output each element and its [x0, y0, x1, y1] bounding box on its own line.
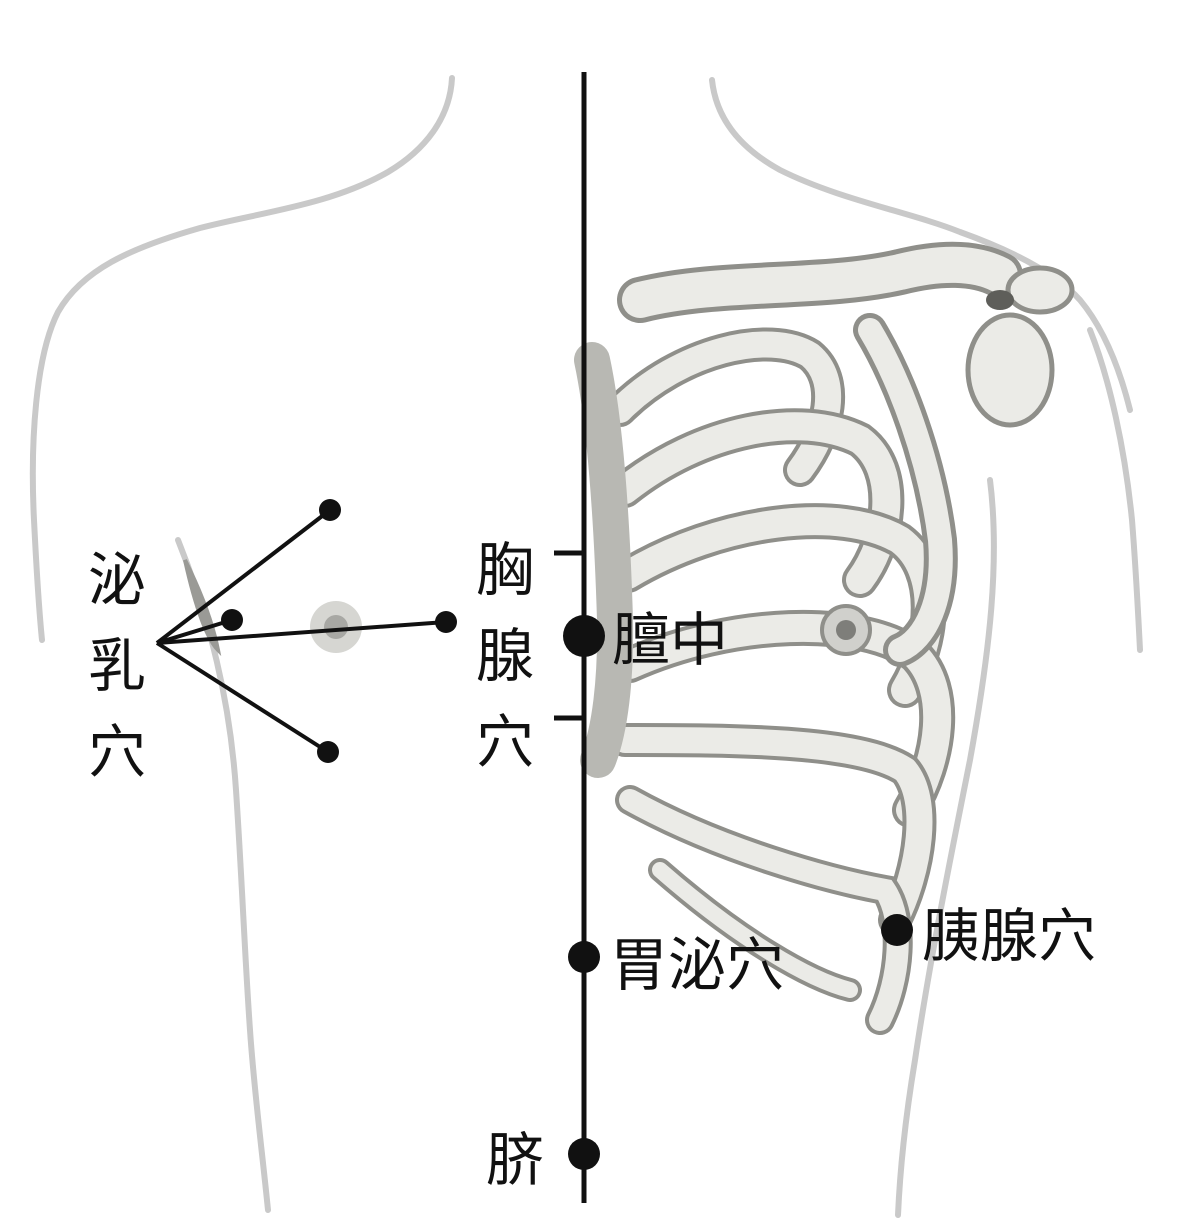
shanzhong-dot: [563, 615, 605, 657]
sternum: [574, 342, 634, 778]
breast-point-label-1: 泌: [88, 546, 146, 614]
breast-point-label-3: 穴: [88, 718, 146, 786]
navel-dot: [568, 1138, 600, 1170]
shoulder-joint-shadow: [986, 290, 1014, 310]
left-armpit-shadow: [183, 559, 222, 657]
acromion: [1005, 265, 1075, 315]
shanzhong-label: 膻中: [612, 606, 728, 674]
pancreas-point-label: 胰腺穴: [922, 902, 1096, 970]
chest-gland-label-3: 穴: [476, 708, 534, 776]
pancreas-point-dot: [881, 914, 913, 946]
breast-point-lower-dot: [317, 741, 339, 763]
humerus-head: [965, 312, 1055, 428]
right-arm-outline: [1087, 327, 1143, 653]
breast-point-middle-dot: [435, 611, 457, 633]
left-arm-inner-outline: [175, 537, 271, 1213]
body-outline: [29, 75, 1143, 1218]
breast-point-upper-dot: [319, 499, 341, 521]
rib-cage: [574, 241, 1075, 1035]
right-nipple: [820, 604, 872, 656]
breast-point-inner-dot: [221, 609, 243, 631]
stomach-point-label: 胃泌穴: [610, 931, 784, 999]
breast-point-label-2: 乳: [88, 632, 146, 700]
stomach-point-dot: [568, 941, 600, 973]
right-torso-outline: [895, 477, 997, 1218]
left-neck-shoulder-outline: [29, 75, 455, 643]
clavicle-highlight: [622, 246, 1018, 318]
left-nipple: [310, 601, 362, 653]
chest-gland-label-2: 腺: [476, 622, 534, 690]
labels: 泌 乳 穴 胸 腺 穴 膻中 胃泌穴 胰腺穴 脐: [88, 536, 1096, 1194]
breast-point-lines: [155, 508, 447, 754]
right-neck-shoulder-outline: [709, 77, 1133, 413]
acupoint-dots: [221, 499, 913, 1170]
navel-label: 脐: [486, 1126, 544, 1194]
chest-gland-label-1: 胸: [476, 536, 534, 604]
